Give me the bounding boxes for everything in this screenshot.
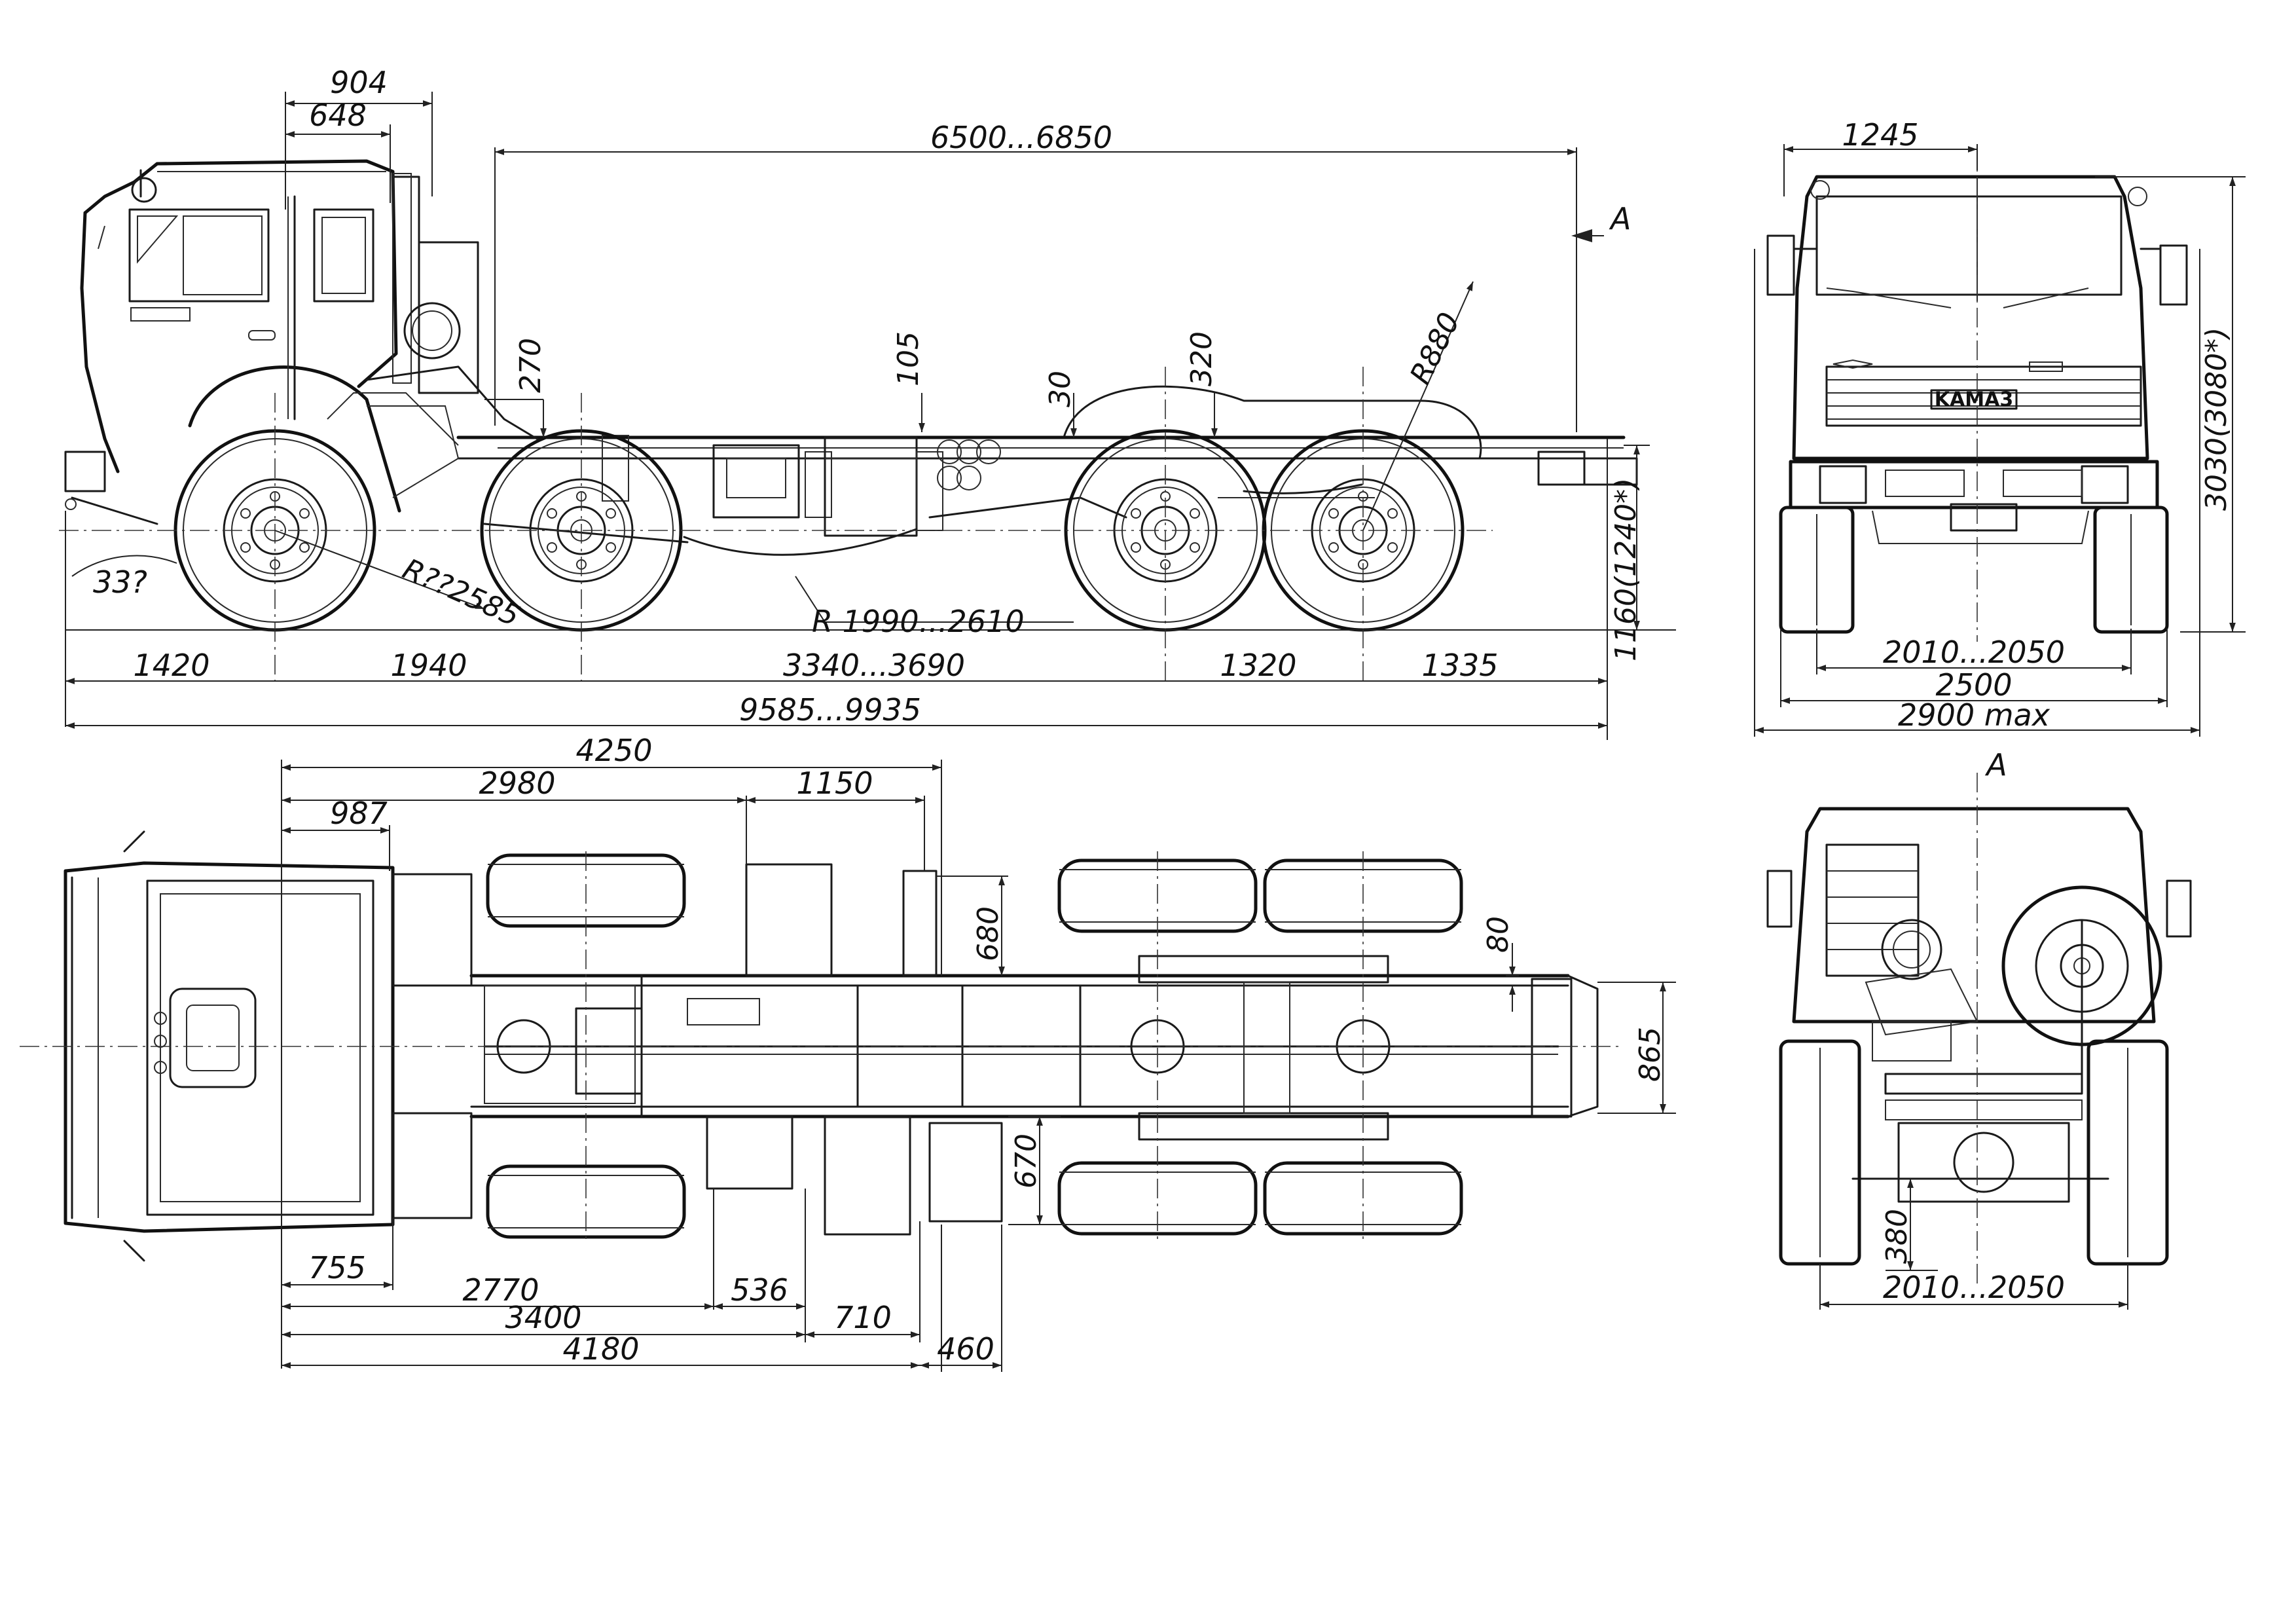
dim-380: 380 [1880, 1209, 1914, 1264]
side-view: 904 648 6500...6850 270 105 30 320 R880 … [59, 65, 1676, 740]
rear-view: A 380 2010...2050 [1766, 747, 2192, 1310]
dim-105: 105 [892, 331, 925, 386]
dim-r1990-2610: R 1990...2610 [812, 604, 1025, 639]
front-cab: KAMA3 [1766, 175, 2188, 460]
front-wheels [1779, 506, 2169, 634]
dim-80: 80 [1482, 916, 1515, 953]
section-label-a: A [1984, 747, 2007, 783]
dim-1335: 1335 [1421, 648, 1498, 683]
dim-987: 987 [330, 796, 388, 831]
dim-270: 270 [514, 338, 547, 393]
rear-left-mirror [1766, 870, 1793, 928]
dim-6500-6850: 6500...6850 [930, 120, 1112, 155]
top-view: 4250 2980 1150 987 680 80 865 670 755 27… [20, 733, 1676, 1372]
dim-30: 30 [1044, 371, 1077, 407]
front-bumper [1789, 460, 2159, 544]
dim-1160-1240: 1160(1240*) [1609, 478, 1643, 661]
dim-3030-3080: 3030(3080*) [2200, 327, 2233, 511]
engine-compartment-side [327, 241, 538, 498]
chassis-frame [456, 435, 1638, 486]
dim-680: 680 [972, 906, 1005, 961]
kamaz-badge [1930, 389, 2018, 410]
dim-r880: R880 [1404, 307, 1467, 389]
dim-536: 536 [731, 1272, 788, 1308]
dim-1150: 1150 [796, 766, 873, 801]
dim-rear-2010-2050: 2010...2050 [1883, 1270, 2065, 1305]
dim-3340-3690: 3340...3690 [783, 648, 965, 683]
dim-460: 460 [937, 1331, 994, 1367]
dim-4250: 4250 [575, 733, 652, 768]
dim-1940: 1940 [390, 648, 467, 683]
dim-904: 904 [330, 65, 388, 100]
side-dimension-lines [65, 92, 1650, 740]
front-fender [188, 365, 401, 513]
front-bumper-side [64, 451, 158, 525]
front-view: KAMA3 [1754, 117, 2246, 737]
dim-1245: 1245 [1842, 117, 1918, 153]
cab-side [80, 159, 420, 473]
dim-9585-9935: 9585...9935 [739, 692, 921, 728]
section-marker-a: A [1609, 201, 1631, 236]
dim-648: 648 [309, 98, 367, 133]
rear-fender [1063, 385, 1482, 460]
dim-1320: 1320 [1220, 648, 1296, 683]
dim-2770: 2770 [462, 1272, 539, 1308]
dim-3400: 3400 [505, 1300, 581, 1335]
dim-710: 710 [834, 1300, 892, 1335]
dim-755: 755 [308, 1250, 366, 1285]
front-dimension-lines [1754, 144, 2246, 737]
side-equipment-top [687, 863, 1003, 1236]
dim-1420: 1420 [133, 648, 210, 683]
rear-dimension-lines [1819, 1179, 2128, 1310]
right-mirror [2159, 244, 2188, 306]
rear-engine-area [1865, 919, 1978, 1061]
dim-4180: 4180 [562, 1331, 639, 1367]
rear-frame [1851, 1073, 2109, 1203]
rear-cab-back [1766, 807, 2192, 1024]
top-dimension-lines [281, 760, 1676, 1372]
left-mirror [1766, 234, 1795, 296]
dim-670: 670 [1010, 1134, 1043, 1189]
angle-33: 33? [93, 564, 147, 600]
spare-wheel [2001, 885, 2162, 1088]
dim-2500: 2500 [1935, 667, 2012, 703]
dim-2900-max: 2900 max [1898, 697, 2050, 733]
rear-right-mirror [2166, 879, 2192, 938]
dim-front-2010-2050: 2010...2050 [1883, 635, 2065, 670]
rear-bogie-top [1130, 955, 1391, 1141]
frame-equipment [602, 435, 1127, 537]
front-logo-text: KAMA3 [1935, 388, 2013, 411]
dim-320: 320 [1185, 331, 1218, 386]
dim-2980: 2980 [479, 766, 555, 801]
cab-top [64, 830, 395, 1262]
dim-865: 865 [1633, 1027, 1667, 1082]
